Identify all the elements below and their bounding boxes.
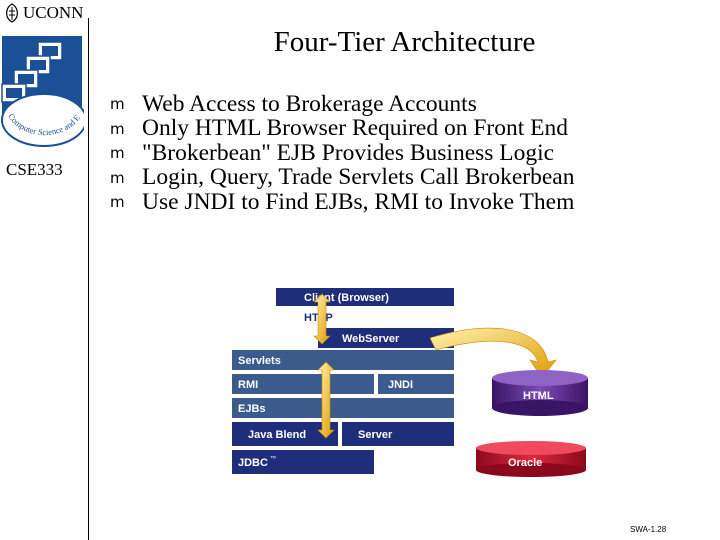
html-cylinder-icon (492, 370, 588, 416)
university-name: UCONN (23, 3, 84, 22)
list-item: m "Brokerbean" EJB Provides Business Logi… (110, 139, 575, 166)
bullet-text: "Brokerbean" EJB Provides Business Logic (142, 139, 555, 166)
vertical-arrow-lower-icon (317, 361, 335, 439)
course-code: CSE333 (6, 160, 63, 179)
oracle-cylinder-label: Oracle (508, 457, 542, 469)
sidebar: UCONN Computer Science and Engineering C… (0, 0, 88, 540)
rmi-label: RMI (238, 379, 258, 391)
http-box (298, 308, 362, 326)
list-item: m Web Access to Brokerage Accounts (110, 90, 575, 117)
bullet-icon: m (110, 168, 125, 187)
jdbc-label: JDBC (238, 457, 268, 469)
list-item: m Use JNDI to Find EJBs, RMI to Invoke Th… (110, 188, 575, 215)
list-item: m Login, Query, Trade Servlets Call Broke… (110, 164, 575, 191)
slide-footer-code: SWA-1.28 (630, 525, 667, 534)
server-label: Server (358, 429, 393, 441)
rmi-box (232, 374, 374, 394)
ejbs-box (232, 398, 454, 418)
uconn-header: UCONN (4, 2, 83, 24)
servlets-box (232, 350, 454, 370)
architecture-diagram: Client (Browser) HTTP WebServer Servlets… (232, 288, 588, 477)
jdbc-box (232, 450, 374, 474)
bullet-icon: m (110, 95, 125, 114)
slide-title: Four-Tier Architecture (273, 26, 536, 58)
list-item: m Only HTML Browser Required on Front End (110, 115, 575, 142)
webserver-label: WebServer (342, 333, 400, 345)
bullet-icon: m (110, 193, 125, 212)
bullet-text: Only HTML Browser Required on Front End (142, 115, 568, 142)
javablend-label: Java Blend (248, 429, 306, 441)
ejbs-label: EJBs (238, 403, 266, 415)
sidebar-divider (88, 18, 89, 540)
javablend-box (232, 422, 338, 446)
html-cylinder-label: HTML (523, 390, 554, 402)
bullet-text: Login, Query, Trade Servlets Call Broker… (142, 164, 575, 191)
oracle-cylinder-icon (476, 441, 586, 477)
cse-logo-icon: Computer Science and Engineering (0, 28, 84, 147)
bullet-icon: m (110, 119, 125, 138)
jndi-label: JNDI (388, 379, 413, 391)
jndi-box (378, 374, 454, 394)
webserver-box (318, 328, 454, 348)
bullet-text: Web Access to Brokerage Accounts (142, 90, 477, 117)
jdbc-tm: ™ (270, 455, 276, 462)
vertical-arrow-upper-icon (313, 293, 331, 345)
server-box (342, 422, 454, 446)
bullet-icon: m (110, 144, 125, 163)
servlets-label: Servlets (238, 355, 281, 367)
uconn-seal-icon (6, 3, 18, 23)
bullet-text: Use JNDI to Find EJBs, RMI to Invoke The… (142, 188, 575, 215)
